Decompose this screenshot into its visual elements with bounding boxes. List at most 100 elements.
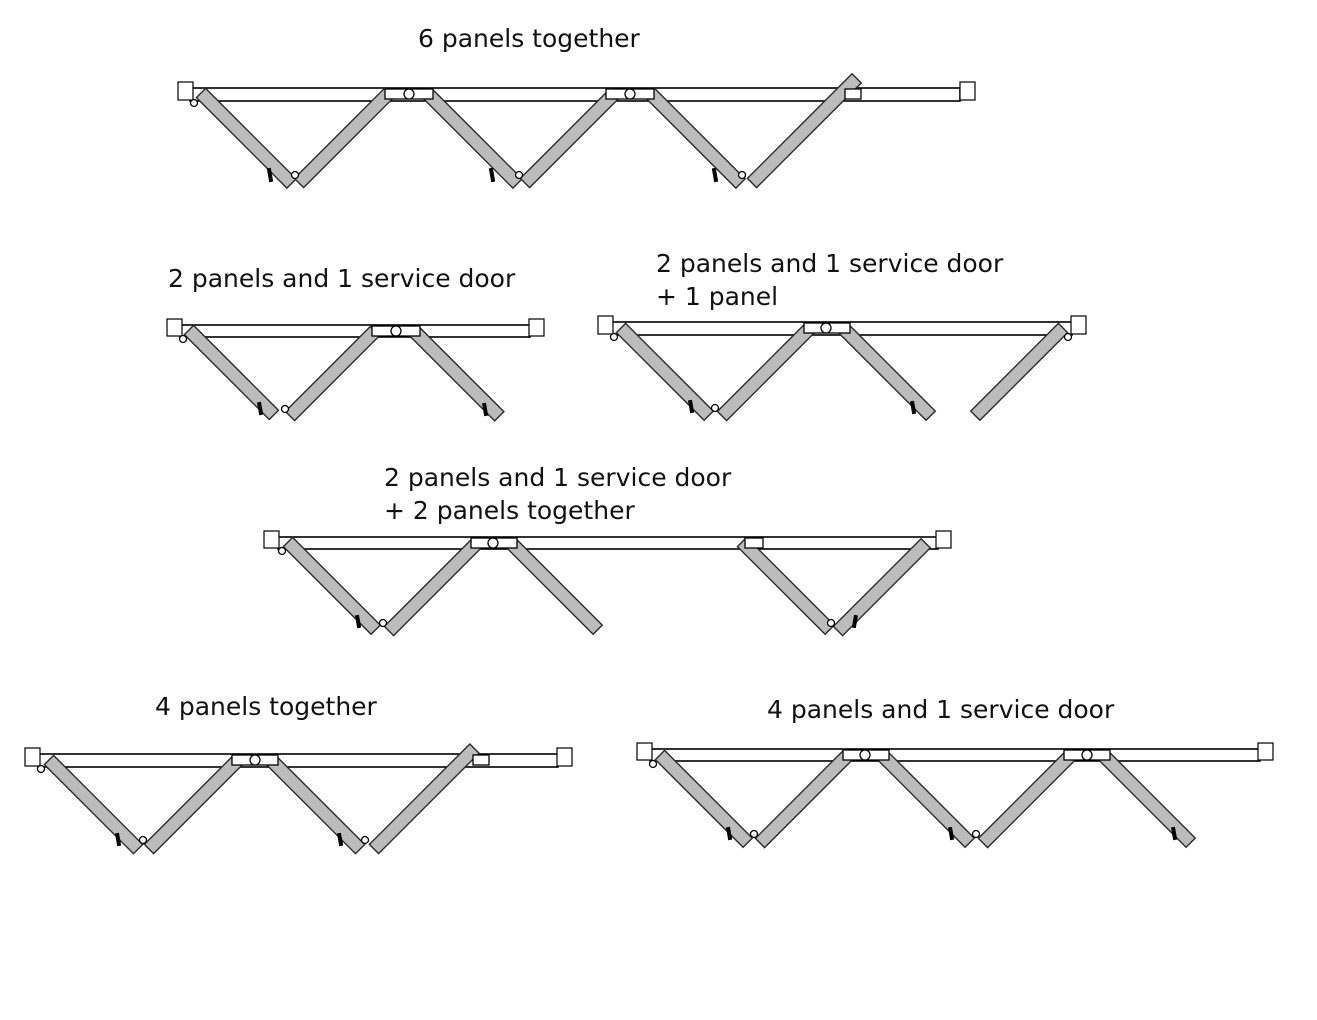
hinge-pivot xyxy=(624,88,636,100)
title-line: 4 panels and 1 service door xyxy=(767,695,1115,724)
door-panel xyxy=(43,754,144,855)
door-panel xyxy=(832,537,932,637)
door-handle xyxy=(256,401,264,416)
title-line: 2 panels and 1 service door xyxy=(168,264,516,293)
end-post xyxy=(959,81,976,101)
door-handle xyxy=(1170,826,1178,841)
end-post xyxy=(935,530,952,549)
diagram-2-panels-service-door-plus-1 xyxy=(597,315,1087,422)
hinge-pivot xyxy=(138,835,148,845)
door-panel xyxy=(282,536,382,636)
hinge-pivot xyxy=(609,332,619,342)
title-line: 2 panels and 1 service door xyxy=(656,249,1004,278)
title-line: 6 panels together xyxy=(418,24,640,53)
door-panel xyxy=(1097,749,1197,849)
diagram-title-6-panels-together: 6 panels together xyxy=(418,22,640,55)
door-handle xyxy=(851,614,859,629)
door-panel xyxy=(716,322,816,422)
door-panel xyxy=(383,537,483,637)
door-panel xyxy=(265,754,366,855)
door-handle xyxy=(266,167,274,183)
door-panel xyxy=(407,324,505,422)
hinge-pivot xyxy=(710,403,720,413)
hinge-pivot xyxy=(749,829,759,839)
diagram-title-4-panels-together: 4 panels together xyxy=(155,690,377,723)
hinge-pivot xyxy=(514,170,524,180)
hinge-pivot xyxy=(859,749,871,761)
roller-carrier xyxy=(844,88,862,100)
door-panel xyxy=(837,322,937,422)
door-handle xyxy=(725,826,733,841)
end-post xyxy=(263,530,280,549)
hinge-pivot xyxy=(826,618,836,628)
door-panel xyxy=(754,749,854,849)
diagram-4-panels-together xyxy=(24,743,573,855)
title-line: + 1 panel xyxy=(656,282,779,311)
roller-carrier xyxy=(744,537,764,549)
hinge-pivot xyxy=(648,759,658,769)
end-post xyxy=(528,318,545,337)
hinge-pivot xyxy=(249,754,261,766)
diagram-2-panels-service-door-plus-2 xyxy=(263,530,952,637)
track-rail xyxy=(179,324,531,338)
hinge-pivot xyxy=(378,618,388,628)
door-panel xyxy=(519,86,622,189)
door-handle xyxy=(687,399,695,414)
title-line: + 2 panels together xyxy=(384,496,635,525)
end-post xyxy=(1070,315,1087,335)
title-line: 2 panels and 1 service door xyxy=(384,463,732,492)
hinge-pivot xyxy=(971,829,981,839)
door-panel xyxy=(644,87,747,190)
door-handle xyxy=(488,167,496,183)
door-panel xyxy=(143,754,244,855)
diagram-title-2-panels-service-door-plus-1: 2 panels and 1 service door + 1 panel xyxy=(656,247,1003,313)
door-handle xyxy=(947,826,955,841)
hinge-pivot xyxy=(36,764,46,774)
end-post xyxy=(24,747,41,767)
end-post xyxy=(166,318,183,337)
hinge-pivot xyxy=(737,170,747,180)
hinge-pivot xyxy=(1081,749,1093,761)
door-handle xyxy=(711,167,719,183)
track-rail xyxy=(277,536,939,550)
door-panel xyxy=(736,536,836,636)
hinge-pivot xyxy=(280,404,290,414)
track-rail xyxy=(649,748,1261,762)
door-handle xyxy=(909,400,917,415)
hinge-pivot xyxy=(487,537,499,549)
door-panel xyxy=(504,536,604,636)
end-post xyxy=(556,747,573,767)
door-panel xyxy=(615,322,715,422)
title-line: 4 panels together xyxy=(155,692,377,721)
hinge-pivot xyxy=(178,334,188,344)
hinge-pivot xyxy=(360,835,370,845)
door-panel xyxy=(284,325,381,422)
hinge-pivot xyxy=(390,325,402,337)
door-panel xyxy=(293,86,396,189)
hinge-pivot xyxy=(290,170,300,180)
hinge-pivot xyxy=(277,546,287,556)
door-panel xyxy=(368,743,480,855)
hinge-pivot xyxy=(820,322,832,334)
door-panel xyxy=(977,749,1077,849)
door-panel xyxy=(183,324,280,421)
door-handle xyxy=(114,832,122,847)
door-panel xyxy=(876,749,976,849)
end-post xyxy=(177,81,194,101)
end-post xyxy=(636,742,653,761)
diagram-4-panels-service-door xyxy=(636,742,1274,849)
door-panel xyxy=(421,87,524,190)
door-panel xyxy=(746,72,863,189)
diagram-title-2-panels-service-door: 2 panels and 1 service door xyxy=(168,262,515,295)
hinge-pivot xyxy=(189,98,199,108)
end-post xyxy=(1257,742,1274,761)
hinge-pivot xyxy=(1063,332,1073,342)
door-handle xyxy=(481,402,489,417)
door-handle xyxy=(354,614,362,629)
end-post xyxy=(597,315,614,335)
door-handle xyxy=(336,832,344,847)
door-panel xyxy=(969,322,1069,422)
diagram-2-panels-service-door xyxy=(166,318,545,422)
door-panel xyxy=(195,87,298,190)
